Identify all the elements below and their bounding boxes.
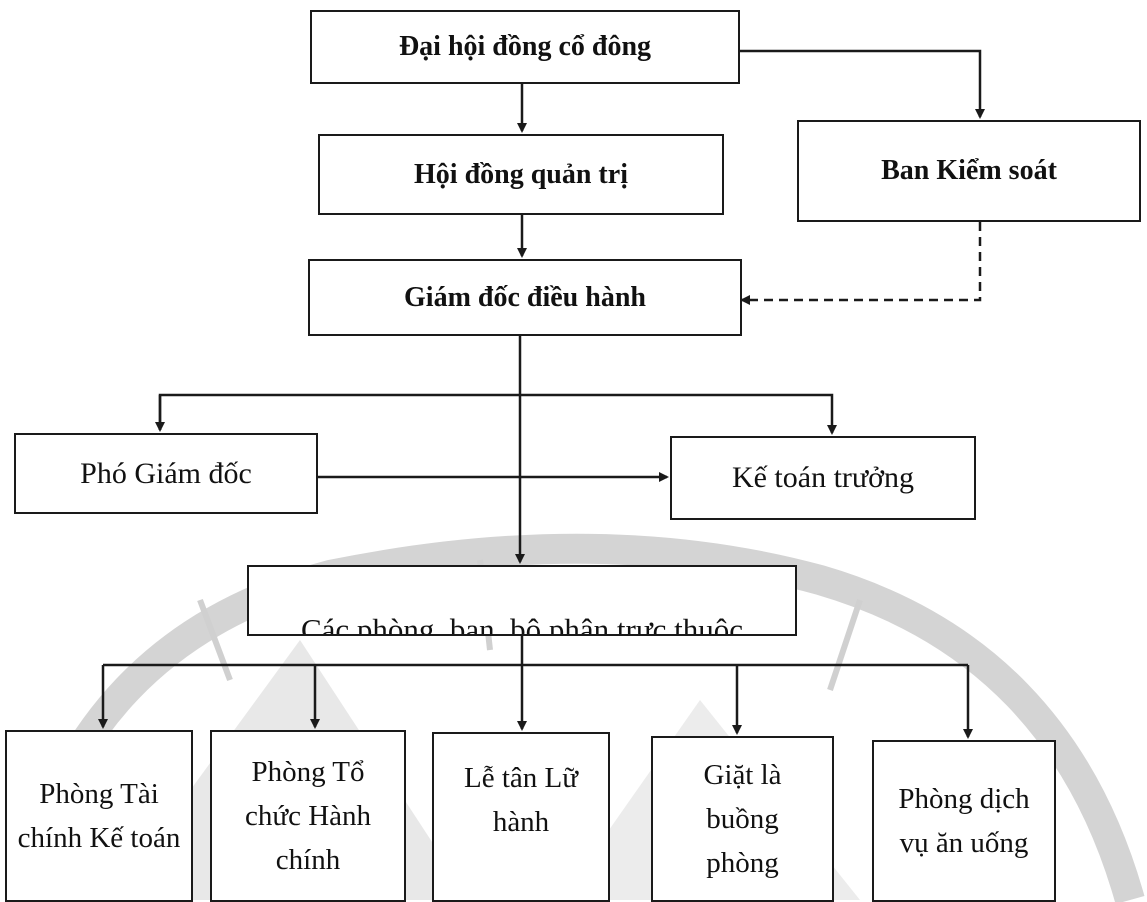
node-label: Kế toán trưởng [731,461,915,494]
edge-top-supervisory [740,49,985,119]
node-label: Phòng dịch vụ ăn uống [898,783,1030,859]
node-departments: Các phòng, ban, bộ phận trực thuộc [247,565,797,636]
edge-ceo-branch [158,393,837,435]
node-shareholders-meeting: Đại hội đồng cổ đông [310,10,740,84]
node-supervisory: Ban Kiểm soát [797,120,1141,222]
node-label: Phó Giám đốc [80,456,252,490]
unit-finance-accounting: Phòng Tài chính Kế toán [5,730,193,902]
node-label: Giặt là buồng phòng [703,759,782,879]
unit-hr-admin: Phòng Tổ chức Hành chính [210,730,406,902]
node-chief-accountant: Kế toán trưởng [670,436,976,520]
node-label: Lễ tân Lữ hành [464,762,578,838]
node-board: Hội đồng quản trị [318,134,724,215]
node-label: Hội đồng quản trị [414,158,628,190]
node-label: Ban Kiểm soát [881,155,1057,186]
node-deputy: Phó Giám đốc [14,433,318,514]
node-label: Giám đốc điều hành [404,281,646,313]
unit-laundry-housekeeping: Giặt là buồng phòng [651,736,834,902]
node-ceo: Giám đốc điều hành [308,259,742,336]
unit-food-beverage: Phòng dịch vụ ăn uống [872,740,1056,902]
node-label: Các phòng, ban, bộ phận trực thuộc [300,612,744,636]
unit-reception-travel: Lễ tân Lữ hành [432,732,610,902]
node-label: Đại hội đồng cổ đông [398,31,652,62]
node-label: Phòng Tổ chức Hành chính [244,756,372,876]
edge-supervisory-ceo [740,222,982,305]
node-label: Phòng Tài chính Kế toán [17,778,181,854]
